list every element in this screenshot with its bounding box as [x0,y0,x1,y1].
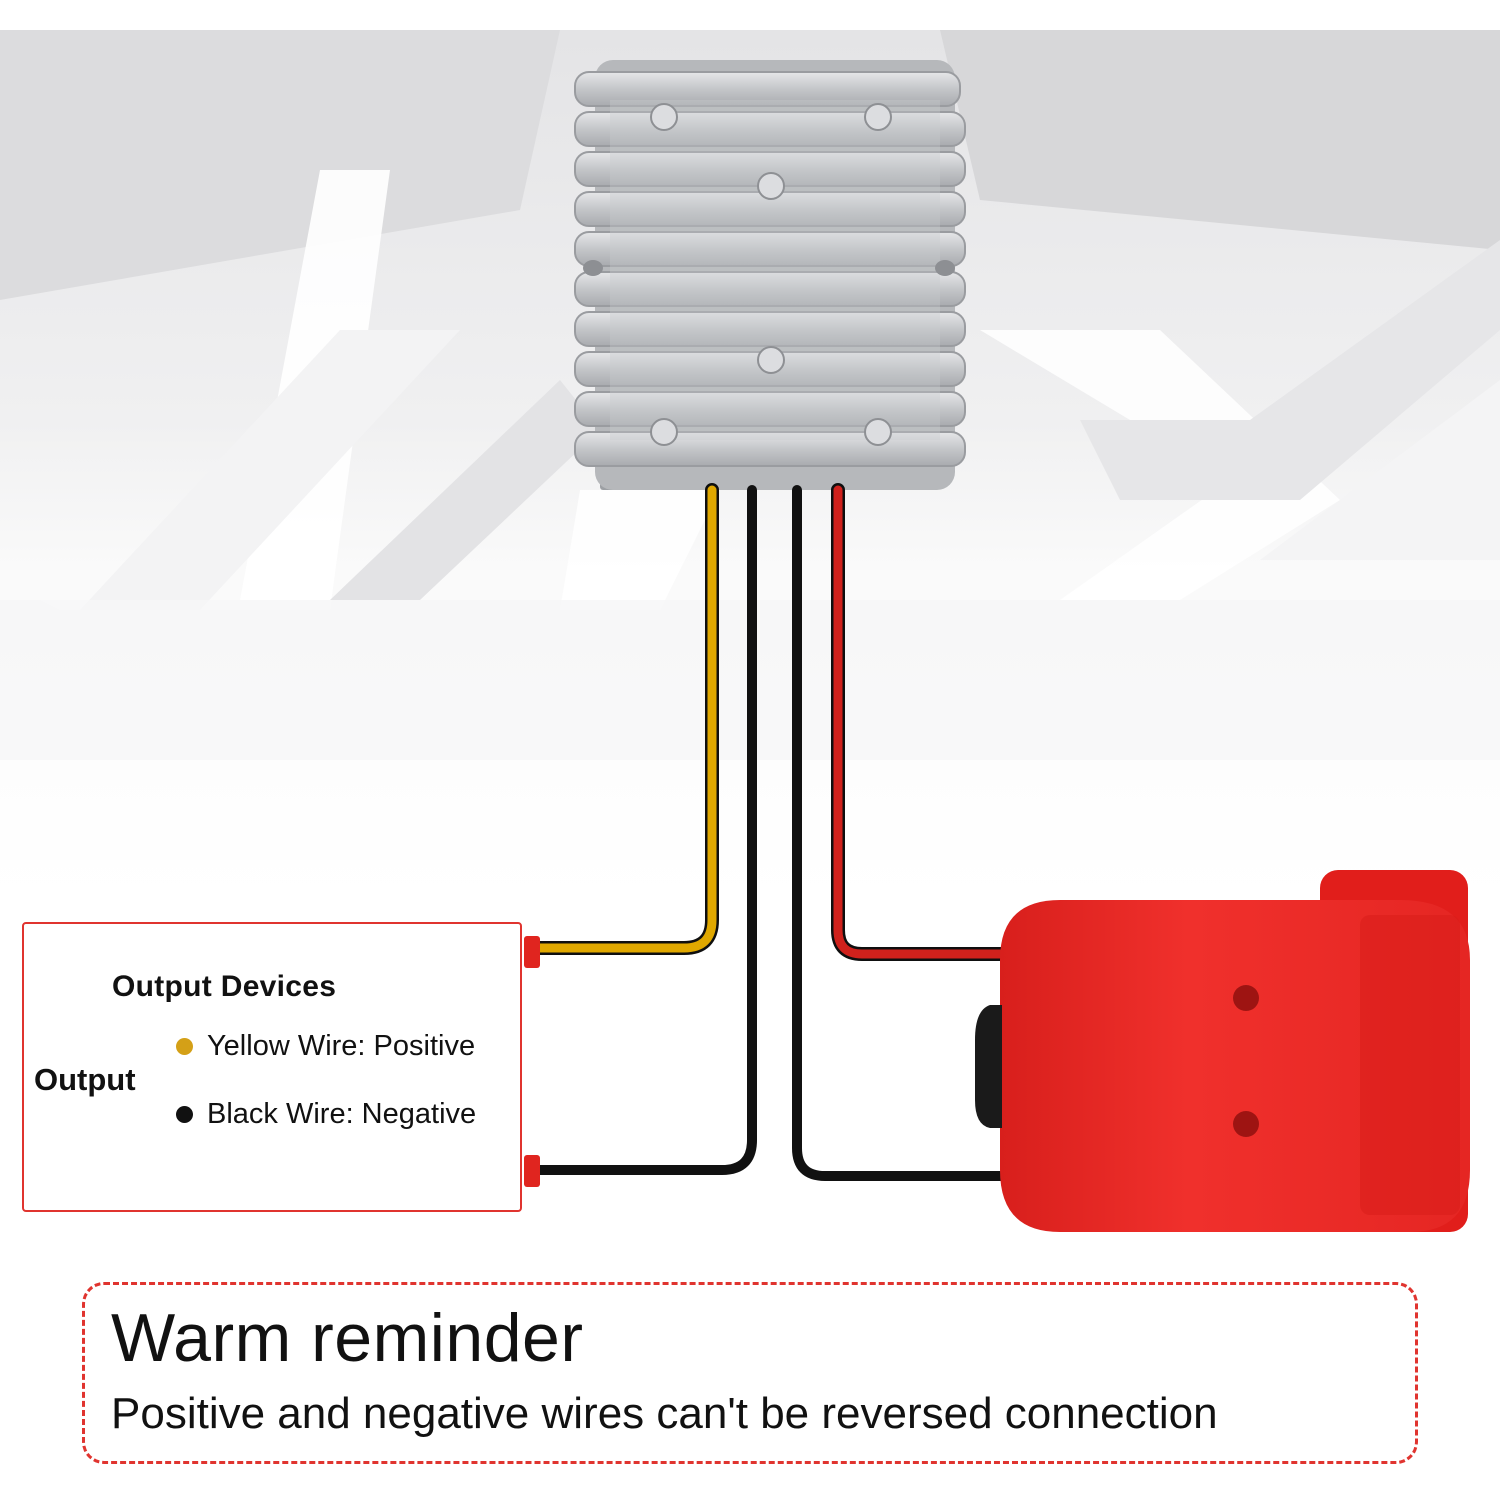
output-label: Output [34,1062,136,1097]
output-devices-title: Output Devices [112,970,337,1003]
wires [531,483,1017,1181]
negative-terminal [524,1155,540,1187]
legend-label-black: Black Wire: Negative [207,1098,477,1130]
legend-item-black: Black Wire: Negative [176,1098,476,1131]
reminder-heading: Warm reminder [111,1300,584,1376]
black-wire-left [533,485,757,1175]
legend-label-yellow: Yellow Wire: Positive [207,1030,476,1062]
positive-terminal [524,936,540,968]
battery-adapter [975,870,1470,1232]
output-devices-panel: Output Devices Output Yellow Wire: Posit… [22,922,522,1212]
black-dot-icon [176,1106,193,1123]
black-wire-right [792,485,1015,1181]
reminder-text: Positive and negative wires can't be rev… [111,1389,1218,1438]
dc-converter [574,60,966,490]
yellow-dot-icon [176,1038,193,1055]
legend-item-yellow: Yellow Wire: Positive [176,1030,475,1063]
warm-reminder-box: Warm reminder Positive and negative wire… [82,1282,1418,1464]
